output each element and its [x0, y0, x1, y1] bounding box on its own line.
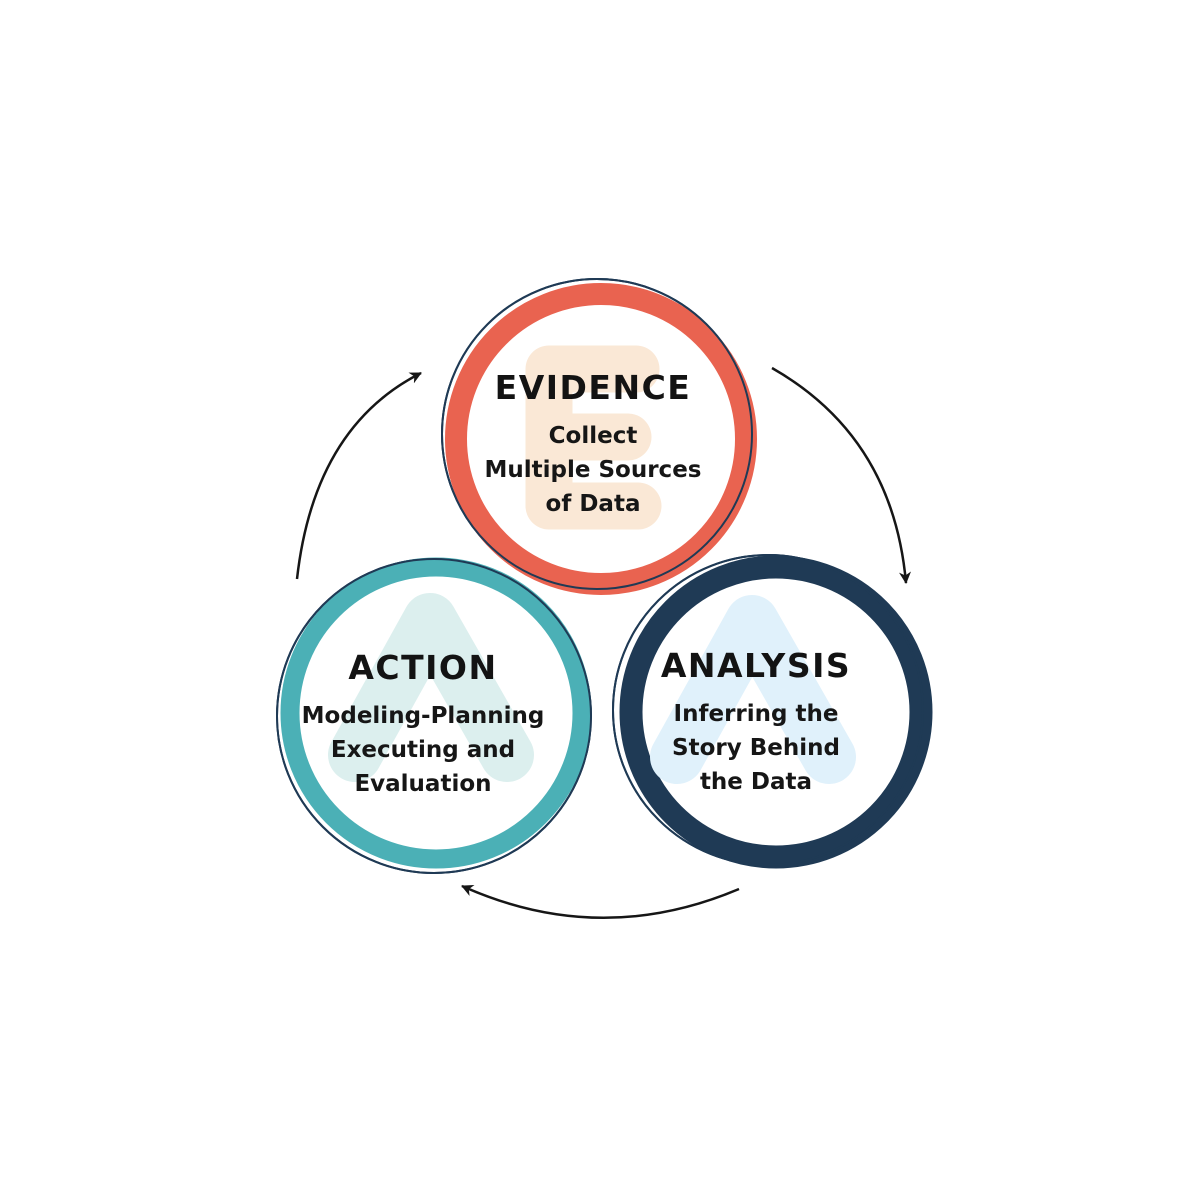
arrow-analysis-to-action — [461, 884, 740, 919]
evidence-sketch-outline — [441, 278, 753, 590]
letter-a-watermark-icon — [650, 595, 856, 784]
arrow-action-to-evidence — [295, 371, 422, 580]
letter-e-watermark-icon — [525, 345, 662, 530]
action-ring — [280, 557, 592, 869]
letter-a-watermark-icon — [328, 593, 534, 782]
analysis-sketch-outline — [612, 554, 924, 866]
arrow-evidence-to-analysis — [771, 366, 911, 584]
action-sketch-outline — [276, 558, 592, 874]
